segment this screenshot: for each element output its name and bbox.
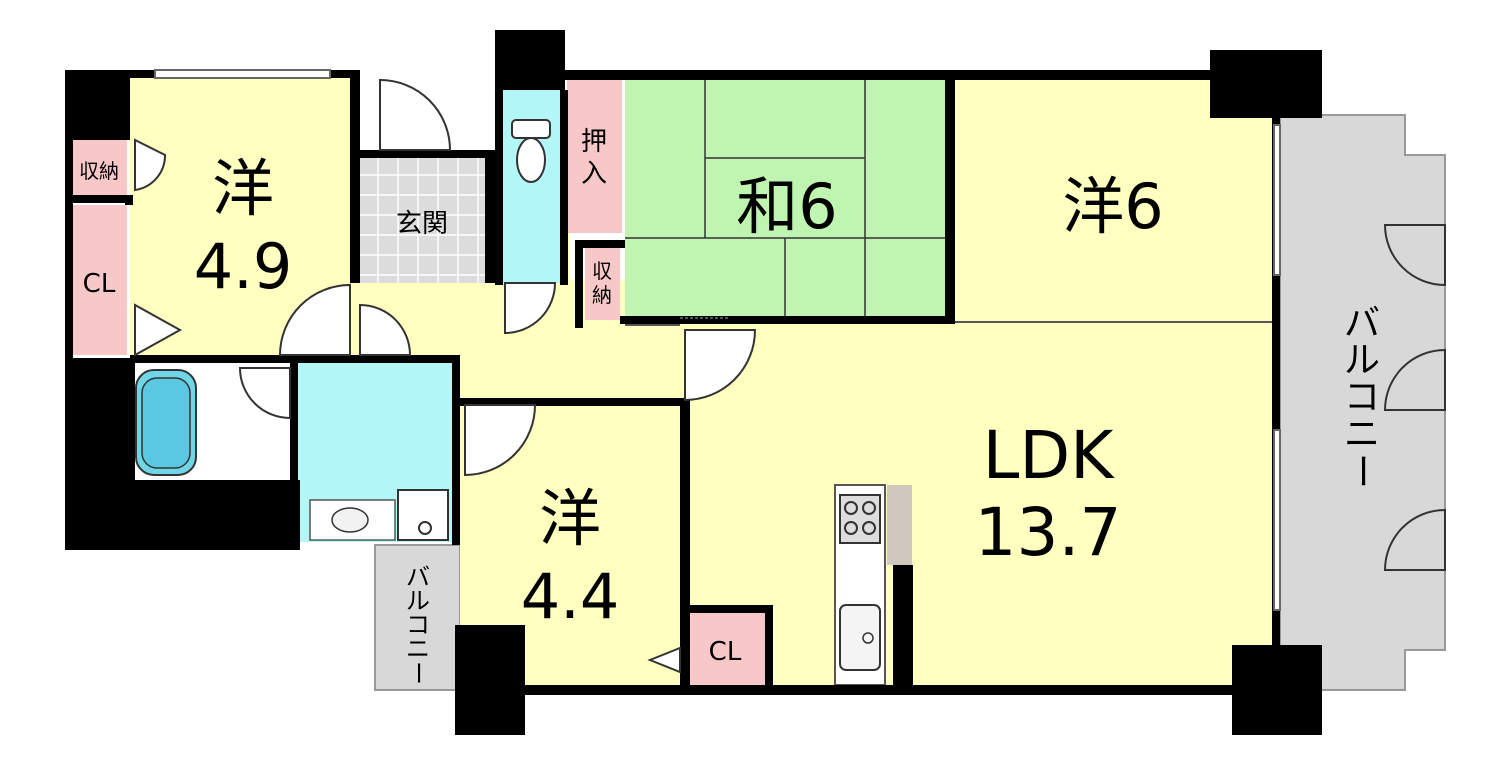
nw-closet-box [72,205,127,355]
label-nw-storage: 収納 [79,159,119,183]
tatami-lines [625,78,950,320]
label-western-nw-type: 洋 [212,152,274,225]
oshiire-box [567,78,622,233]
sliding-partitions [625,317,1272,326]
svg-text:コ: コ [1344,377,1380,418]
svg-text:バ: バ [1344,303,1380,344]
label-entrance: 玄関 [396,209,448,239]
windows [154,69,1281,611]
walls [65,30,1322,735]
kitchen-backsplash [887,485,912,565]
label-south-balcony: バ ル コ ニ ー [404,563,432,685]
svg-text:コ: コ [406,611,430,639]
doors [134,78,1446,674]
toilet-bowl-icon [516,137,546,183]
room-entrance [360,158,485,283]
stove-icon [839,494,881,544]
south-balcony [374,544,461,691]
svg-text:ニ: ニ [1344,414,1380,455]
label-oshiire-2: 入 [581,159,607,189]
toilet-tank-icon [511,119,551,139]
label-western-s-size: 4.4 [521,560,620,633]
label-small-storage-2: 納 [592,283,612,307]
svg-text:ー: ー [1341,453,1382,489]
label-ldk-type: LDK [983,417,1116,494]
washbasin-icon [309,499,396,541]
s-closet-box [685,612,765,687]
room-japanese [625,78,950,320]
svg-text:ル: ル [1344,340,1380,381]
sink-icon [839,604,881,671]
label-japanese: 和6 [736,170,837,243]
entrance-tiles [360,158,485,283]
small-storage-box [585,245,620,320]
room-western-ne [950,78,1275,320]
label-western-s-type: 洋 [539,482,601,555]
label-east-balcony: バ ル コ ニ ー [1341,303,1382,489]
label-nw-closet: CL [83,269,116,299]
nw-storage-box [72,140,127,195]
svg-text:ニ: ニ [406,635,430,663]
svg-text:バ: バ [406,563,430,591]
room-ldk [685,320,1275,690]
svg-text:ル: ル [406,587,430,615]
label-western-ne: 洋6 [1062,170,1163,243]
label-oshiire-1: 押 [581,127,607,157]
label-s-closet: CL [709,637,742,667]
label-small-storage-1: 収 [592,259,612,283]
svg-text:ー: ー [404,661,432,685]
label-western-nw-size: 4.9 [194,230,293,303]
label-ldk-size: 13.7 [975,494,1122,571]
washer-icon [397,489,449,541]
